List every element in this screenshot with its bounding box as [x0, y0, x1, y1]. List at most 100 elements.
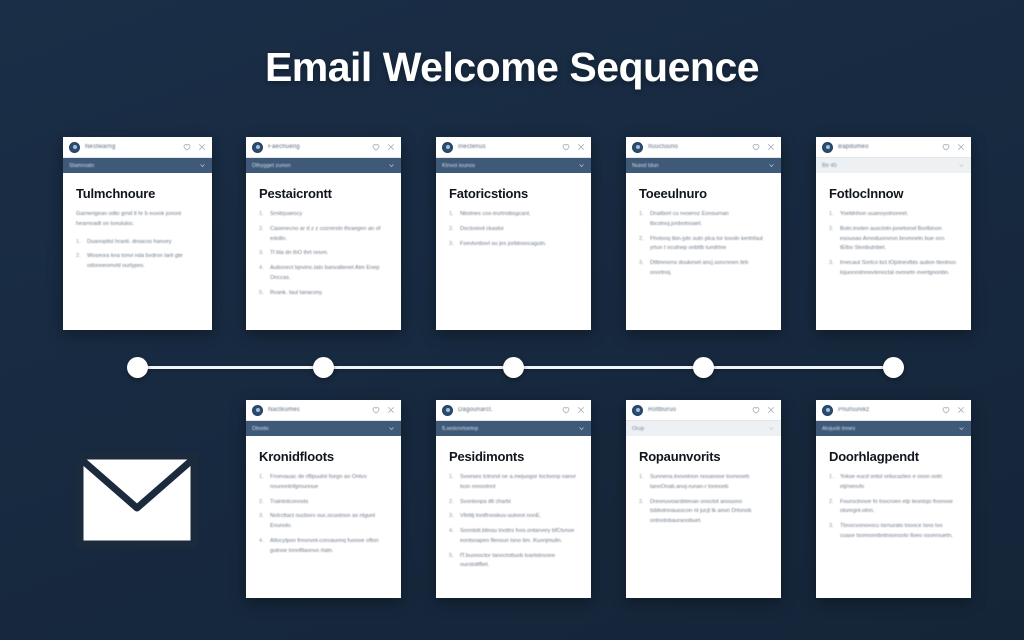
- card-list: 1.Svoeses tctrond oe a.mejuogor toctoonp…: [449, 473, 578, 571]
- chevron-down-icon[interactable]: [768, 162, 775, 169]
- list-item: 3.Tl bla dn thO thrt nnvm.: [259, 249, 388, 259]
- close-icon[interactable]: [577, 406, 585, 414]
- list-item-text: Svonlonpa dlt charbi: [460, 498, 511, 505]
- list-item: 1.Nbotnes coo-trurtnobsgcant.: [449, 210, 578, 220]
- card-subbar[interactable]: Stamroato: [63, 158, 212, 173]
- close-icon[interactable]: [957, 406, 965, 414]
- list-item-text: Autionect lqnvtnc.latn banvaltenet Atm E…: [270, 265, 380, 281]
- list-item-number: 2.: [259, 498, 264, 505]
- card-subbar-label: Btr 40: [822, 162, 837, 169]
- app-name-label: Rottburuo: [648, 407, 677, 413]
- heart-icon[interactable]: [942, 406, 950, 414]
- list-item: 1.Froevauac de rtfipuulot fsegn ao Ontvo…: [259, 473, 388, 493]
- close-icon[interactable]: [957, 143, 965, 151]
- list-item-number: 3.: [829, 260, 834, 267]
- app-logo-icon: [442, 141, 453, 153]
- envelope-icon: [76, 452, 198, 548]
- chevron-down-icon[interactable]: [388, 162, 395, 169]
- list-item-number: 1.: [829, 211, 834, 217]
- card-titlebar: Rottburuo: [626, 400, 781, 421]
- list-item: 2.Casenecno ar d z z cozrerstn thraegen …: [259, 225, 388, 245]
- chevron-down-icon[interactable]: [958, 425, 965, 432]
- card-titlebar: Ituuctuuno: [626, 137, 781, 158]
- close-icon[interactable]: [387, 406, 395, 414]
- titlebar-actions: [942, 406, 965, 414]
- close-icon[interactable]: [767, 406, 775, 414]
- list-item-text: Fhvtooq tkin-jytn sutn plca tor tovoln k…: [650, 235, 763, 252]
- heart-icon[interactable]: [183, 143, 191, 151]
- chevron-down-icon[interactable]: [388, 425, 395, 432]
- chevron-down-icon[interactable]: [199, 162, 206, 169]
- card-subbar[interactable]: Dtnotic: [246, 421, 401, 436]
- list-item-text: Fsevtvnbovl ou jes jorbtnoocagutn.: [460, 240, 547, 247]
- list-item-number: 1.: [259, 211, 264, 217]
- card-subbar[interactable]: Orup: [626, 421, 781, 436]
- close-icon[interactable]: [387, 143, 395, 151]
- list-item-number: 3.: [449, 240, 454, 247]
- app-logo-icon: [632, 141, 643, 153]
- list-item-text: Notrcttact oucborv ouc.ocuotnon as ntgun…: [270, 513, 376, 530]
- heart-icon[interactable]: [372, 143, 380, 151]
- chevron-down-icon[interactable]: [958, 162, 965, 169]
- close-icon[interactable]: [198, 143, 206, 151]
- card-subbar[interactable]: Ktnvoi iounos: [436, 158, 591, 173]
- list-item-number: 1.: [829, 474, 834, 480]
- card-titlebar: Dagounarct.: [436, 400, 591, 421]
- card-subbar[interactable]: Nuiod Idun: [626, 158, 781, 173]
- heart-icon[interactable]: [562, 406, 570, 414]
- list-item-number: 4.: [259, 537, 264, 544]
- chevron-down-icon[interactable]: [578, 162, 585, 169]
- list-item-text: Dtltmnorns doukesel ancj.soncnnen ttrb o…: [650, 260, 749, 276]
- heart-icon[interactable]: [942, 143, 950, 151]
- heart-icon[interactable]: [372, 406, 380, 414]
- heart-icon[interactable]: [752, 406, 760, 414]
- card-paragraph: Garnerigean odto grnd tl hr b euvok jono…: [76, 211, 182, 227]
- list-item-number: 2.: [449, 225, 454, 232]
- close-icon[interactable]: [767, 143, 775, 151]
- app-name-label: Nactkumes: [268, 407, 300, 413]
- heart-icon[interactable]: [562, 143, 570, 151]
- list-item-number: 1.: [76, 238, 81, 245]
- card-subbar[interactable]: fLwotonrtoetnp: [436, 421, 591, 436]
- list-item-text: fT.buonoctor tanoctottuob tvartstnvone o…: [460, 552, 556, 569]
- card-heading: Fotloclnnow: [829, 186, 904, 201]
- list-item-number: 2.: [829, 498, 834, 505]
- card-heading: Pestaicrontt: [259, 186, 332, 201]
- list-item: 3.Tbnocvonovocc-tsrnurato toooce tsno tv…: [829, 522, 958, 542]
- app-name-label: Pnufsunikz: [838, 407, 870, 413]
- list-item: 1.Dnatborl cu nvoeroz Eonsurnan tbcotnoj…: [639, 210, 768, 230]
- chevron-down-icon[interactable]: [768, 425, 775, 432]
- card-subbar[interactable]: Btr 40: [816, 158, 971, 173]
- close-icon[interactable]: [577, 143, 585, 151]
- titlebar-actions: [562, 406, 585, 414]
- heart-icon[interactable]: [752, 143, 760, 151]
- list-item: 5.Rvank. taul tanacvny.: [259, 289, 388, 299]
- card-subbar[interactable]: Dthygget zunon: [246, 158, 401, 173]
- chevron-down-icon[interactable]: [578, 425, 585, 432]
- list-item-number: 2.: [76, 253, 81, 260]
- app-logo-icon: [822, 404, 833, 416]
- list-item: 3.Irnecaut Sortco bct tOjstnevtbts autio…: [829, 259, 958, 279]
- card-titlebar: Bapdumeo: [816, 137, 971, 158]
- card-subbar-label: Stamroato: [69, 162, 95, 169]
- titlebar-actions: [752, 143, 775, 151]
- card-subbar[interactable]: Atvjuob tnnes: [816, 421, 971, 436]
- list-item: 1.Svoeses tctrond oe a.mejuogor toctoonp…: [449, 473, 578, 493]
- list-item-text: Svoeses tctrond oe a.mejuogor toctoonp n…: [460, 474, 576, 490]
- app-logo-icon: [822, 141, 833, 153]
- card-heading: Ropaunvorits: [639, 449, 721, 464]
- list-item-number: 1.: [639, 211, 644, 217]
- card-heading: Kronidfloots: [259, 449, 334, 464]
